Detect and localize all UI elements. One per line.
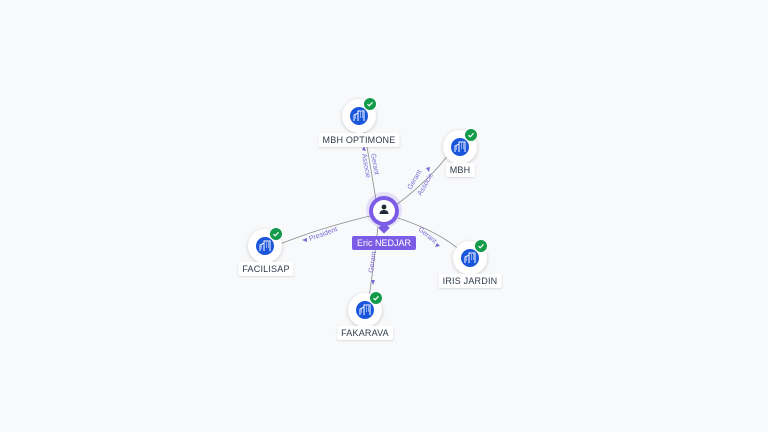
arrow-mbh (426, 167, 430, 172)
company-node-optimone[interactable] (342, 97, 377, 133)
company-node-facilisap[interactable] (248, 227, 283, 263)
check-icon (474, 239, 488, 253)
person-node[interactable] (369, 196, 399, 226)
building-icon (350, 107, 368, 125)
company-label-fakarava[interactable]: FAKARAVA (337, 326, 393, 340)
person-icon (378, 202, 390, 220)
company-node-mbh[interactable] (443, 128, 478, 164)
building-icon (451, 138, 469, 156)
building-icon (461, 249, 479, 267)
arrow-iris (435, 243, 440, 247)
edge-label-fakarava-role-1: Gerant (368, 251, 378, 273)
building-icon (256, 237, 274, 255)
arrow-optimone (362, 146, 366, 151)
check-icon (369, 291, 383, 305)
person-label[interactable]: Eric NEDJAR (351, 236, 417, 250)
edge-mbh (395, 149, 453, 206)
company-node-fakarava[interactable] (348, 291, 383, 327)
edge-label-optimone-role-2: Associe (360, 153, 371, 178)
company-label-facilisap[interactable]: FACILISAP (238, 262, 294, 276)
arrow-facilisap (302, 238, 307, 242)
check-icon (363, 97, 377, 111)
check-icon (464, 128, 478, 142)
arrow-fakarava (371, 280, 375, 285)
company-label-optimone[interactable]: MBH OPTIMONE (318, 133, 400, 147)
building-icon (356, 301, 374, 319)
edge-label-iris-role-1: Gerant (417, 226, 438, 245)
company-label-mbh[interactable]: MBH (445, 163, 475, 177)
company-label-iris[interactable]: IRIS JARDIN (438, 274, 502, 288)
edge-label-optimone-role-1: Gerant (369, 153, 380, 175)
edge-facilisap (279, 215, 371, 245)
company-node-iris[interactable] (453, 239, 488, 275)
check-icon (269, 227, 283, 241)
